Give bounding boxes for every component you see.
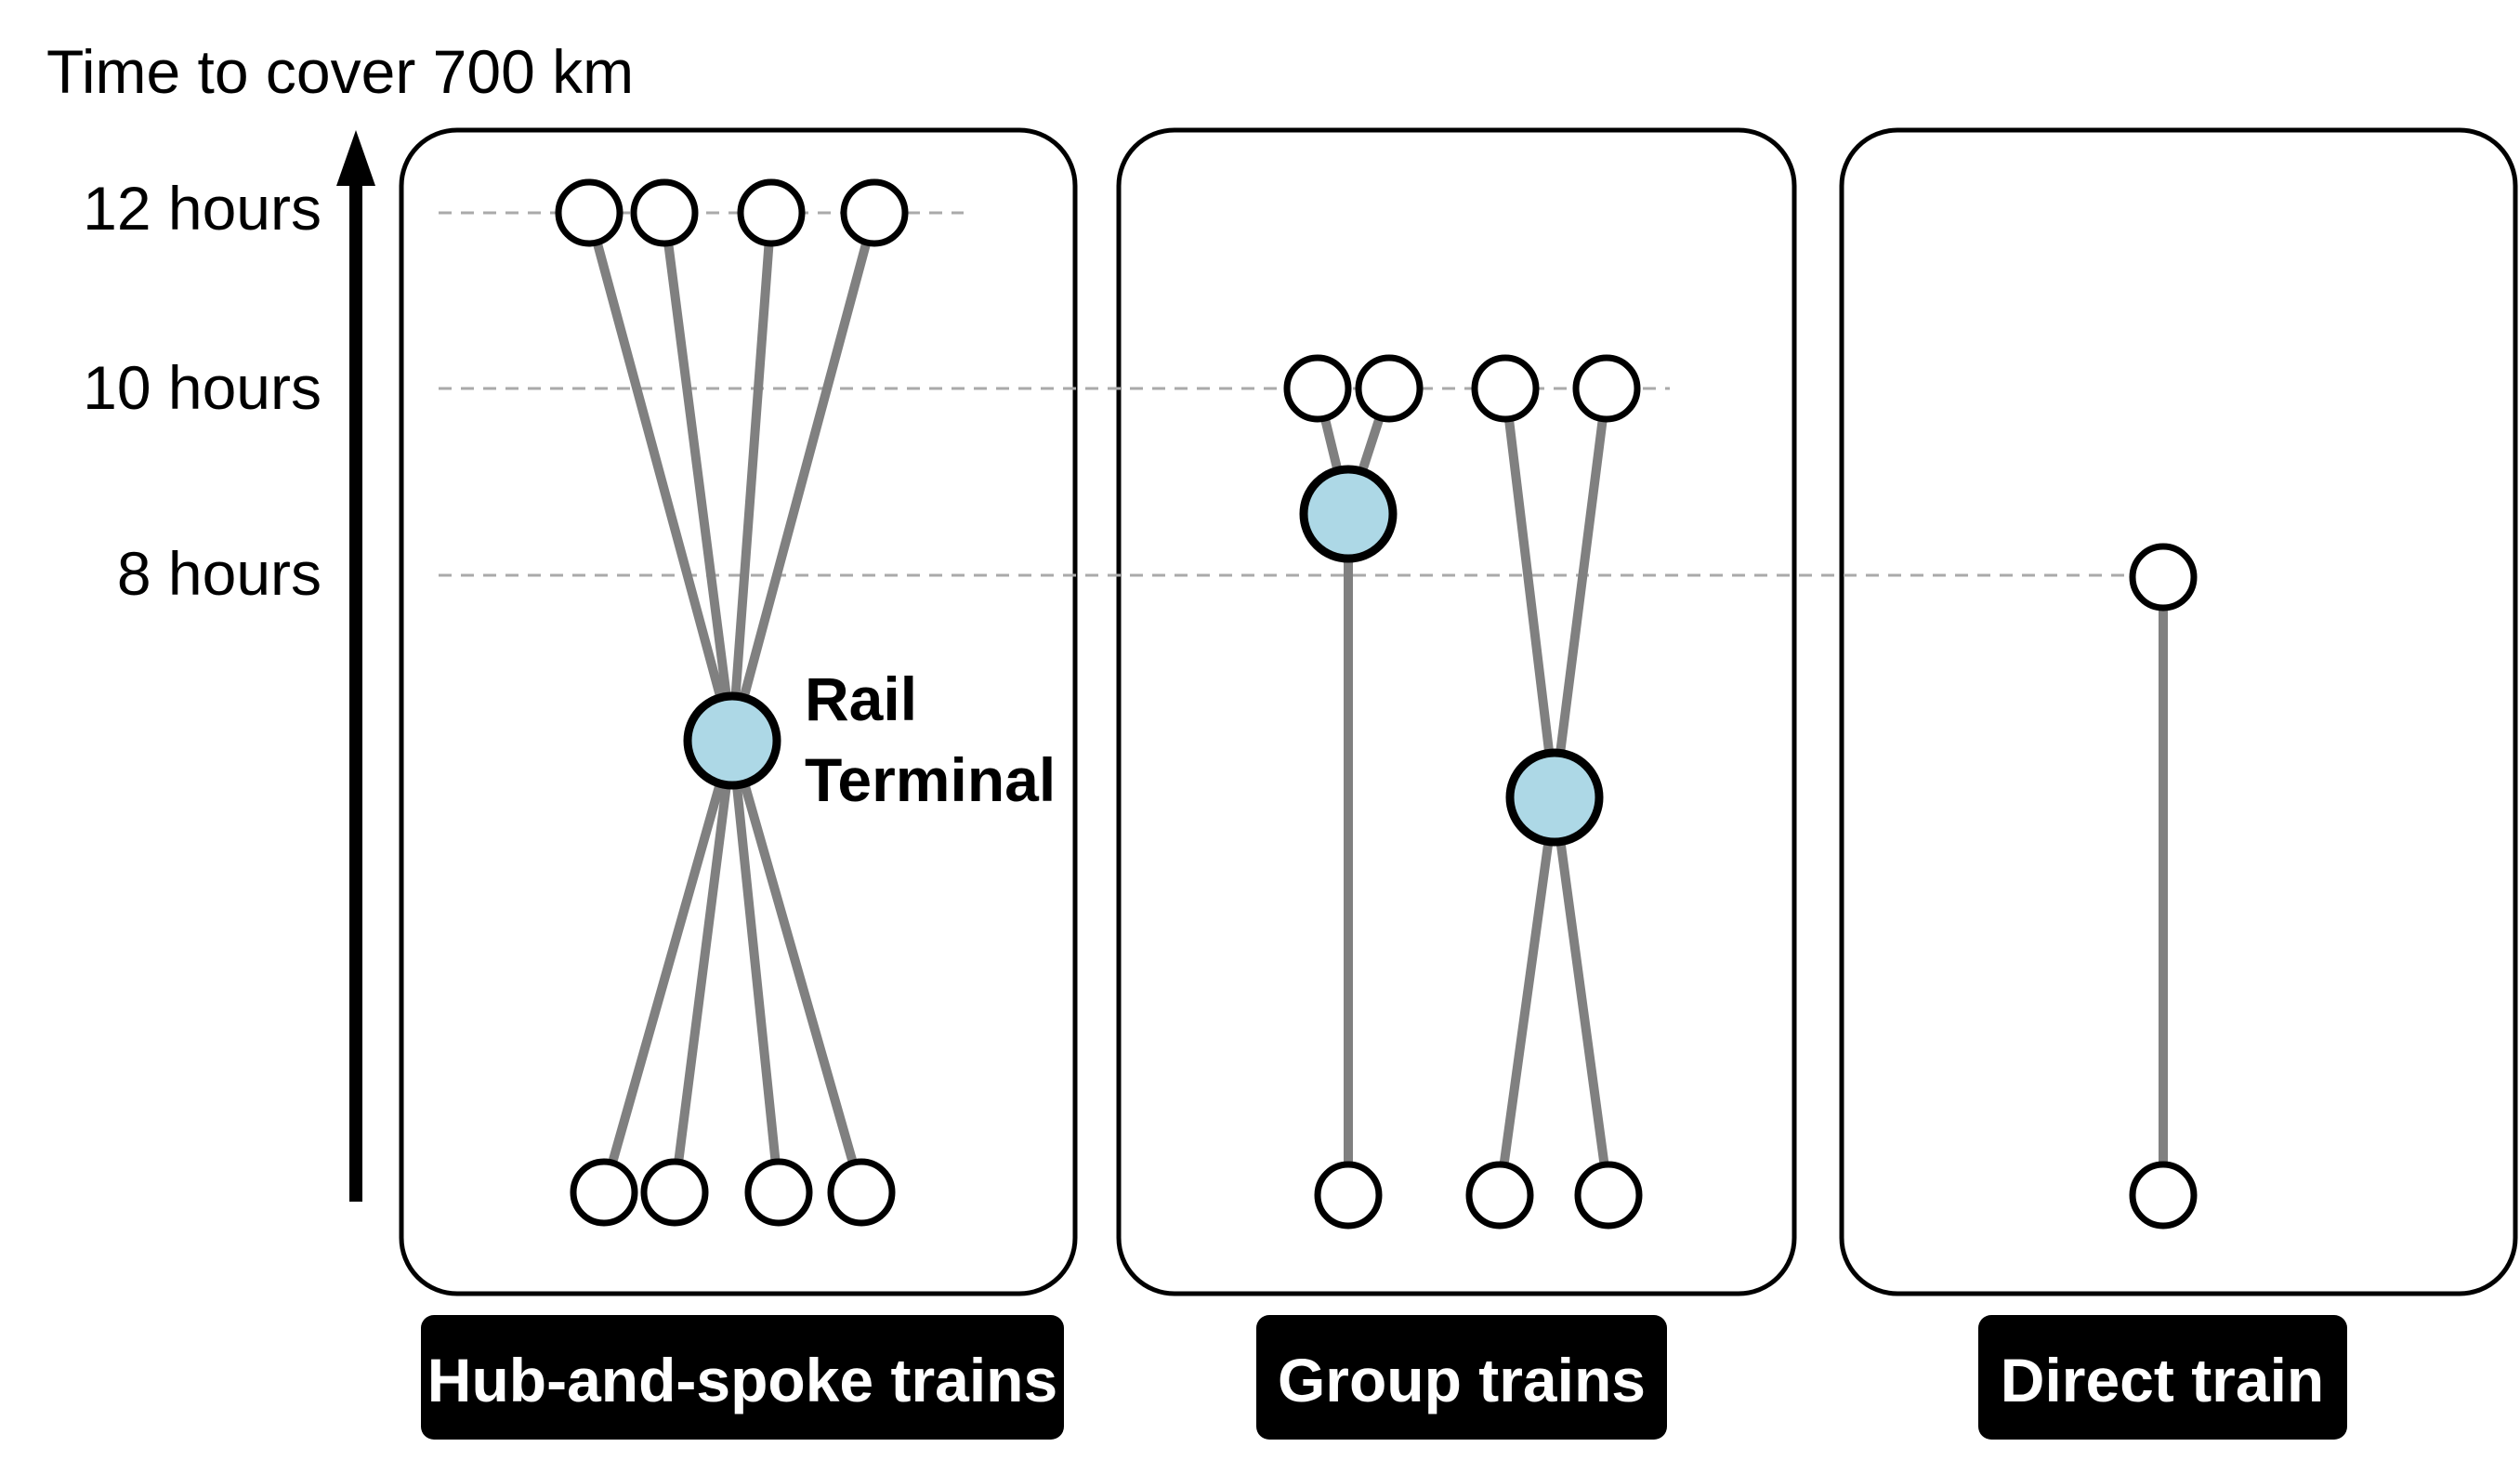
station-node xyxy=(737,178,806,247)
caption-group-trains: Group trains xyxy=(1256,1315,1667,1440)
hub-spokes xyxy=(584,208,879,1197)
caption-direct-train-label: Direct train xyxy=(2001,1346,2324,1414)
panel-group-trains xyxy=(1116,127,1797,1296)
tick-label-10h: 10 hours xyxy=(83,353,322,422)
group-top-stations xyxy=(1283,354,1641,423)
station-node xyxy=(555,178,623,247)
station-node xyxy=(2129,543,2198,612)
caption-group-trains-label: Group trains xyxy=(1278,1346,1646,1414)
hub-label-line1: Rail xyxy=(805,664,917,733)
station-node xyxy=(840,178,909,247)
hub-bottom-stations xyxy=(570,1158,896,1227)
caption-direct-train: Direct train xyxy=(1978,1315,2347,1440)
station-node xyxy=(827,1158,896,1227)
station-node xyxy=(1574,1161,1643,1230)
time-axis-arrow xyxy=(336,130,375,1202)
group-hub-upper xyxy=(1299,465,1398,563)
group-hub-lower xyxy=(1505,748,1604,847)
station-node xyxy=(570,1158,638,1227)
station-node xyxy=(1465,1161,1534,1230)
station-node xyxy=(1283,354,1352,423)
tick-label-8h: 8 hours xyxy=(117,539,322,608)
station-node xyxy=(1471,354,1540,423)
tick-label-12h: 12 hours xyxy=(83,174,322,243)
group-bottom-stations xyxy=(1314,1161,1643,1230)
caption-hub-and-spoke: Hub-and-spoke trains xyxy=(421,1315,1064,1440)
caption-hub-and-spoke-label: Hub-and-spoke trains xyxy=(427,1346,1057,1414)
arrow-head-icon xyxy=(336,130,375,186)
rail-terminal-hub xyxy=(683,691,781,790)
station-node xyxy=(2129,1161,2198,1230)
station-node xyxy=(640,1158,709,1227)
station-node xyxy=(744,1158,813,1227)
panel-direct-train xyxy=(1839,127,2518,1296)
hub-top-stations xyxy=(555,178,909,247)
hub-label-line2: Terminal xyxy=(805,745,1056,814)
station-node xyxy=(1355,354,1424,423)
station-node xyxy=(630,178,699,247)
axis-title: Time to cover 700 km xyxy=(46,37,634,106)
station-node xyxy=(1572,354,1641,423)
station-node xyxy=(1314,1161,1383,1230)
